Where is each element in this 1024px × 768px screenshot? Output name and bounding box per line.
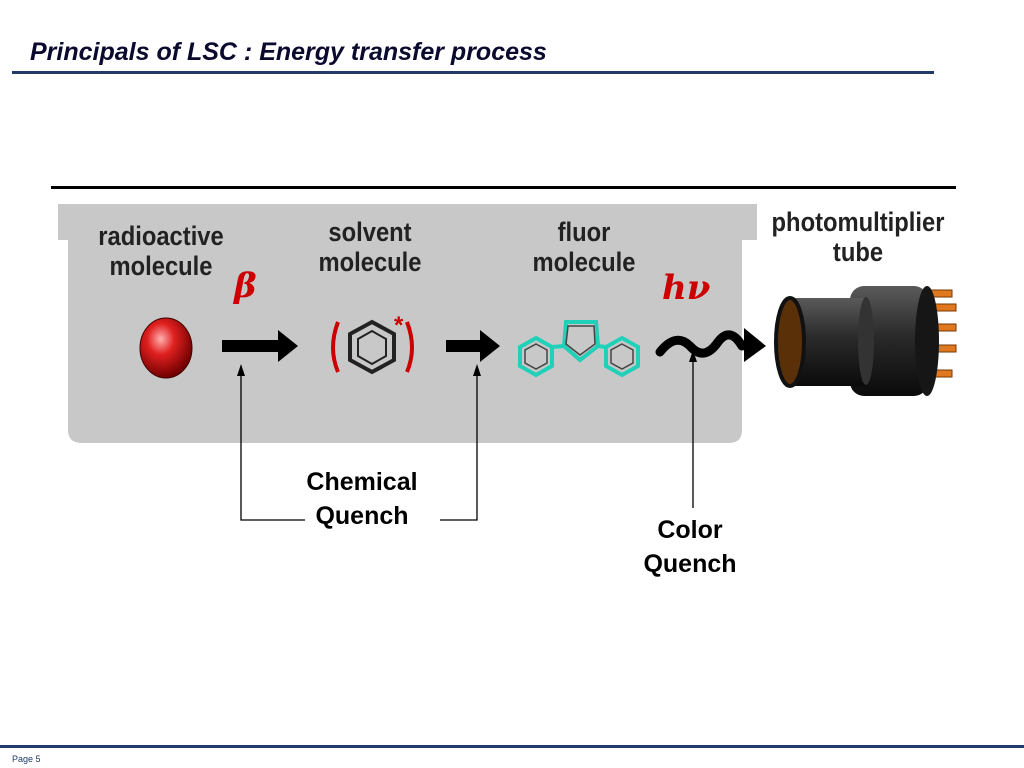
footer-rule	[0, 745, 1024, 748]
color-quench-line	[689, 350, 697, 508]
photon-wave-arrow	[655, 328, 766, 362]
title-rule	[12, 71, 934, 74]
transfer-arrow-2	[446, 330, 500, 362]
fluor-molecule	[518, 320, 640, 378]
fluor-molecule-label: fluor molecule	[532, 217, 636, 277]
excited-state-asterisk: *	[394, 312, 404, 339]
solvent-molecule-label: solvent molecule	[318, 217, 422, 277]
transfer-arrow-1	[222, 330, 298, 362]
solvent-molecule-benzene	[331, 319, 414, 375]
radioactive-molecule-label: radioactive molecule	[98, 221, 224, 281]
color-quench-label: Color Quench	[643, 516, 737, 578]
chemical-quench-label: Chemical Quench	[306, 468, 418, 530]
slide-title: Principals of LSC : Energy transfer proc…	[30, 38, 547, 66]
beta-symbol: β	[234, 266, 257, 306]
chemical-quench-lines	[237, 364, 481, 521]
radioactive-molecule-ball	[139, 317, 193, 379]
photomultiplier-tube-image	[774, 286, 957, 396]
page-number: Page 5	[12, 754, 41, 764]
diagram-top-rule	[51, 186, 956, 189]
photomultiplier-tube-label: photomultiplier tube	[771, 207, 945, 267]
photon-symbol: hν	[662, 268, 711, 308]
